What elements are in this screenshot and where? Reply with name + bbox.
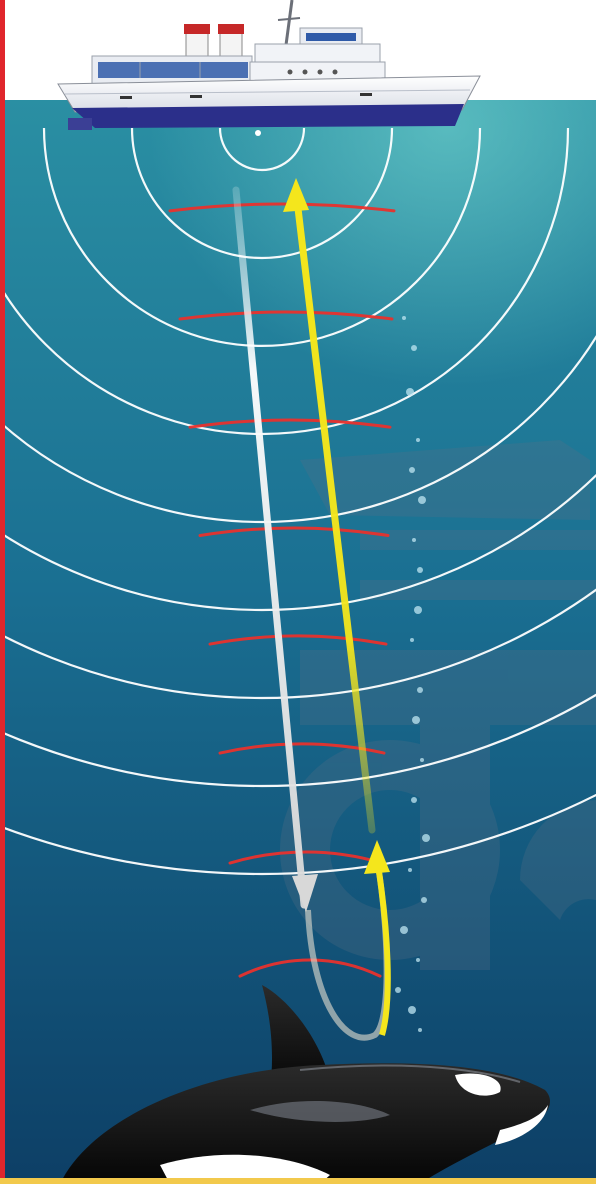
echo-wave bbox=[208, 634, 388, 646]
watermark bbox=[280, 440, 596, 970]
air-bubble bbox=[417, 567, 423, 573]
sonar-wave bbox=[0, 473, 596, 612]
air-bubble bbox=[395, 987, 401, 993]
frame-bottom-border bbox=[0, 1178, 596, 1184]
returning-echo-arrow bbox=[283, 178, 391, 1041]
air-bubble bbox=[421, 897, 427, 903]
air-bubble bbox=[400, 926, 408, 934]
echo-wave bbox=[178, 310, 394, 321]
sonar-wave bbox=[42, 127, 482, 348]
air-bubble bbox=[410, 638, 414, 642]
echo-wave bbox=[218, 742, 386, 755]
air-bubble bbox=[418, 496, 426, 504]
orca bbox=[60, 985, 550, 1184]
echo-wave bbox=[198, 526, 390, 538]
air-bubble bbox=[418, 1028, 422, 1032]
air-bubble bbox=[416, 958, 420, 962]
ship-funnels bbox=[184, 24, 244, 59]
air-bubble bbox=[412, 538, 416, 542]
air-bubble bbox=[409, 467, 415, 473]
sonar-wave bbox=[0, 693, 596, 788]
air-bubble bbox=[406, 388, 414, 396]
air-bubble bbox=[411, 345, 417, 351]
echo-wave bbox=[168, 202, 396, 213]
ship bbox=[57, 0, 481, 136]
air-bubbles bbox=[395, 316, 430, 1032]
air-bubble bbox=[420, 758, 424, 762]
outgoing-pulse-arrow bbox=[232, 186, 318, 912]
air-bubble bbox=[422, 834, 430, 842]
air-bubble bbox=[412, 716, 420, 724]
air-bubble bbox=[408, 1006, 416, 1014]
echo-wave bbox=[188, 418, 392, 429]
echo-wave bbox=[238, 958, 382, 978]
air-bubble bbox=[416, 438, 420, 442]
air-bubble bbox=[408, 868, 412, 872]
sonar-wave bbox=[218, 127, 306, 172]
sonar-wave bbox=[130, 127, 394, 260]
sonar-wave bbox=[0, 588, 596, 700]
sonar-wave bbox=[0, 334, 596, 524]
sonar-wave bbox=[0, 793, 596, 876]
air-bubble bbox=[411, 797, 417, 803]
frame-left-border bbox=[0, 0, 5, 1184]
echo-wave bbox=[228, 850, 384, 865]
air-bubble bbox=[414, 606, 422, 614]
air-bubble bbox=[402, 316, 406, 320]
air-bubble bbox=[417, 687, 423, 693]
water bbox=[0, 100, 596, 1184]
